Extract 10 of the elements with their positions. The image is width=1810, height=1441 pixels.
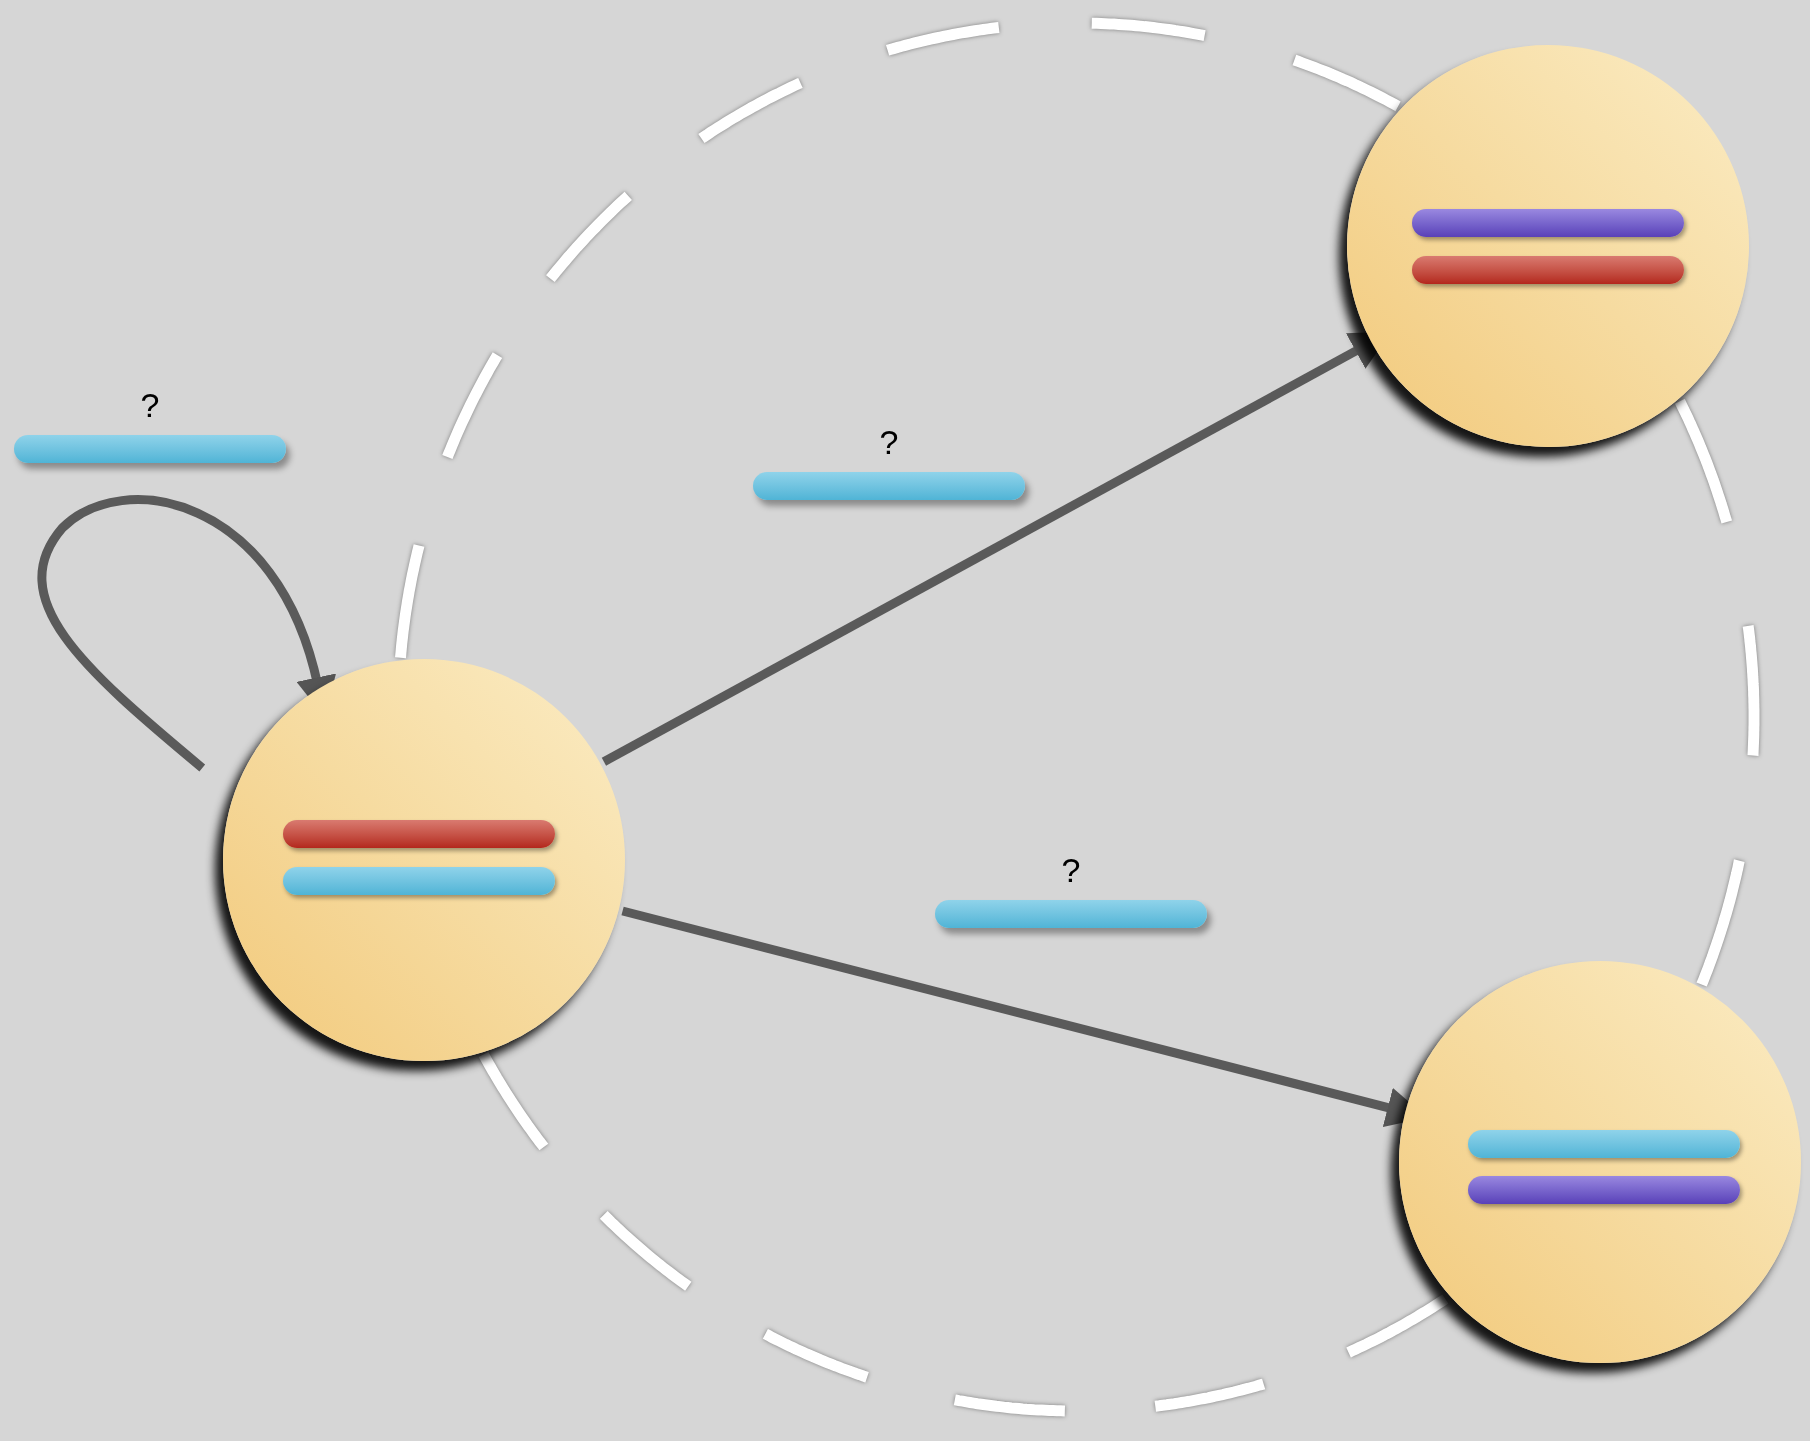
bar <box>1412 209 1684 237</box>
bar <box>283 867 555 895</box>
question-label: ? <box>879 422 899 462</box>
bar <box>283 820 555 848</box>
question-label: ? <box>1061 850 1081 890</box>
question-label: ? <box>140 385 160 425</box>
arrow <box>37 495 336 772</box>
bar <box>1412 256 1684 284</box>
bar <box>1468 1130 1740 1158</box>
bar <box>1468 1176 1740 1204</box>
